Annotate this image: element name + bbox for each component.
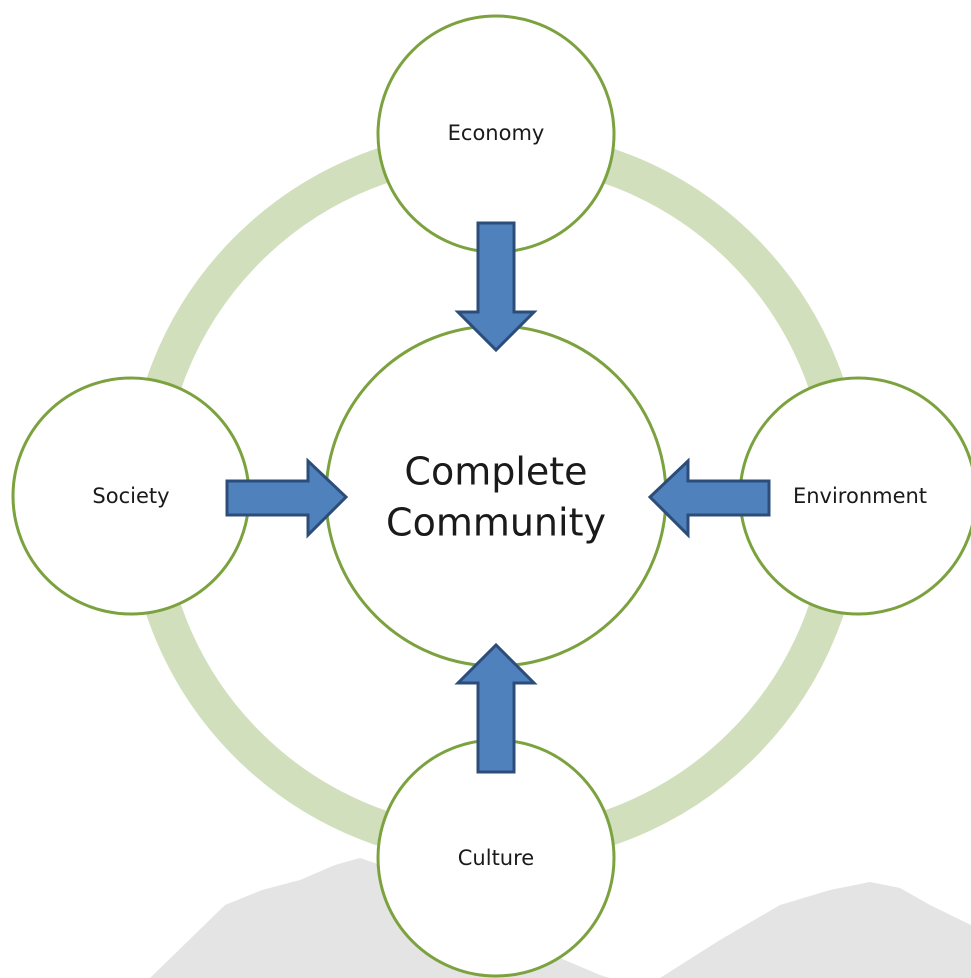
arrow-society-to-center [225,457,349,539]
arrow-economy-to-center [454,221,538,353]
society-label: Society [92,484,169,508]
center-label-line1: Complete [404,450,587,494]
culture-label: Culture [458,846,534,870]
arrow-culture-to-center [454,642,538,774]
environment-label: Environment [793,484,927,508]
center-label-line2: Community [386,501,606,545]
arrow-environment-to-center [647,457,771,539]
center-circle [324,324,668,668]
economy-label: Economy [448,121,545,145]
mountain-silhouette [150,858,971,978]
